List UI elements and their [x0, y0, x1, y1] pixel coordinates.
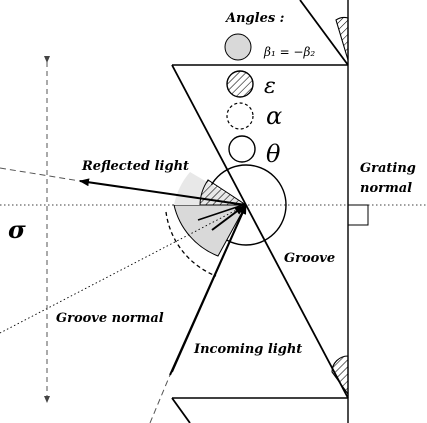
epsilon-wedge	[199, 179, 248, 206]
legend-theta-label: θ	[266, 140, 281, 168]
grating-normal-marker	[347, 204, 369, 226]
groove-normal-label: Groove normal	[56, 311, 164, 326]
alpha-arc	[165, 211, 217, 277]
legend-title: Angles :	[224, 11, 285, 26]
reflected-light-label: Reflected light	[81, 159, 189, 174]
legend-epsilon-label: ε	[264, 74, 276, 99]
incoming-light-ray	[169, 204, 247, 376]
legend-alpha-swatch	[226, 102, 254, 130]
top-hatched-blaze	[335, 16, 349, 61]
groove-line-upper	[171, 64, 247, 206]
lower-groove-corner	[171, 397, 191, 423]
groove-label: Groove	[284, 251, 335, 266]
legend-beta-swatch	[224, 33, 252, 61]
incoming-light-label: Incoming light	[193, 342, 302, 357]
grating-normal-label-text-2: normal	[360, 181, 412, 196]
bottom-hatched-blaze	[331, 355, 349, 396]
legend-beta-label: β₁ = −β₂	[263, 45, 315, 59]
legend-theta-swatch	[228, 135, 256, 163]
incoming-light-tail	[149, 374, 171, 423]
reflected-light-ray	[79, 178, 247, 206]
groove-line-main	[245, 204, 349, 399]
legend-alpha-label: α	[266, 102, 282, 130]
vertex-arrow-2	[197, 204, 244, 221]
grating-normal-label-text: Grating	[360, 161, 416, 176]
reflected-light-extension	[0, 167, 81, 182]
legend-epsilon-swatch	[226, 70, 254, 98]
top-groove-edge	[299, 0, 349, 66]
vertex-arrow-1	[211, 205, 245, 231]
sigma-label: σ	[8, 215, 26, 244]
grating-normal-label: Grating normal	[360, 161, 420, 196]
